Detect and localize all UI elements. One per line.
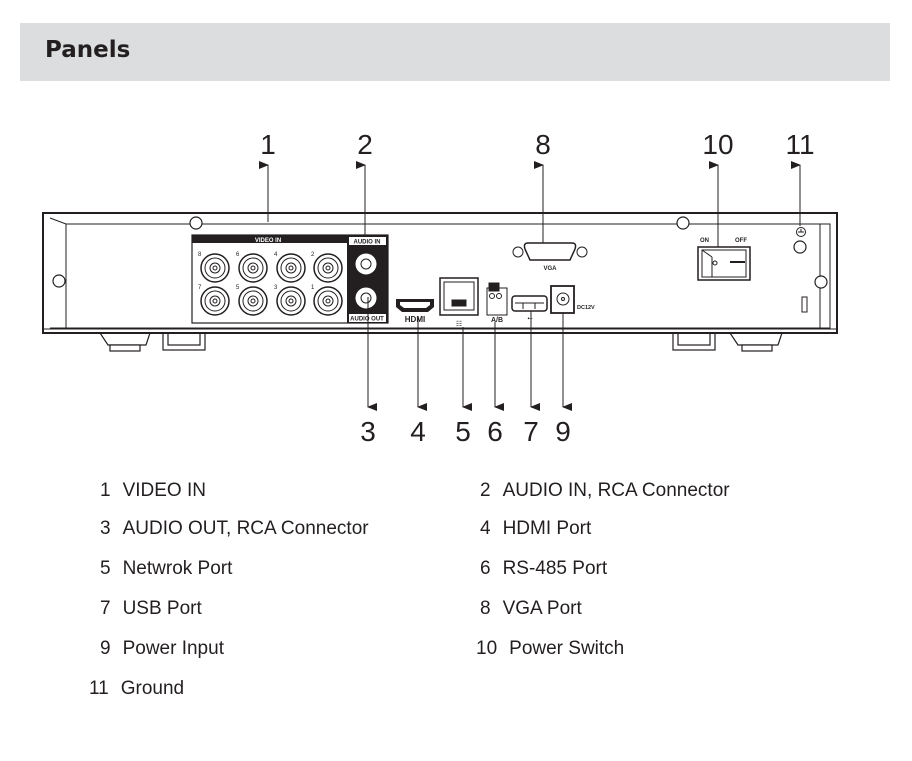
legend-label: AUDIO IN, RCA Connector [502,480,730,501]
video-in-panel: VIDEO IN AUDIO IN AUDIO OUT 8 6 4 2 7 5 3 1 [191,234,389,324]
legend-label: USB Port [122,598,202,619]
bnc-connector: 4 [274,252,306,283]
legend-label: Ground [120,678,185,699]
legend-number: 6 [480,558,491,579]
rs485-label: A/B [491,317,503,324]
audio-in-label: AUDIO IN [354,240,381,246]
dc-label: DC12V [577,305,595,311]
section-header: Panels [20,23,890,81]
usb-port-icon: ⭠ [511,295,548,322]
legend-number: 9 [100,638,111,659]
legend-label: RS-485 Port [502,558,608,579]
power-input-icon: DC12V [550,285,595,314]
callout-number: 2 [357,129,373,160]
bnc-connector: 3 [274,285,306,316]
legend-number: 8 [480,598,491,619]
legend-item: 5 Netwrok Port [100,558,232,580]
bnc-channel-number: 7 [198,285,202,291]
callout-number: 6 [487,416,503,447]
legend-number: 5 [100,558,111,579]
callout-number: 8 [535,129,551,160]
callout-number: 11 [785,129,814,160]
hdmi-port-icon: HDMI [396,299,434,324]
vga-label: VGA [543,266,557,272]
ground-icon [796,227,808,313]
bnc-connector: 8 [198,252,230,283]
legend-number: 11 [89,678,109,699]
legend-number: 10 [476,638,498,659]
legend-number: 2 [480,480,491,501]
legend-item: 11 Ground [89,678,184,700]
callout-number: 4 [410,416,426,447]
rca-connector-icons [354,252,378,310]
network-port-icon: ☷ [439,277,479,328]
bnc-connectors: 8 6 4 2 7 5 3 1 [198,252,343,316]
legend-item: 9 Power Input [100,638,224,660]
legend-item: 6 RS-485 Port [480,558,607,580]
bnc-channel-number: 1 [311,285,315,291]
bnc-channel-number: 2 [311,252,315,258]
legend-number: 7 [100,598,111,619]
legend-label: VIDEO IN [122,480,206,501]
video-in-label: VIDEO IN [255,238,281,244]
legend-item: 8 VGA Port [480,598,582,620]
legend-item: 1 VIDEO IN [100,480,206,502]
bnc-channel-number: 3 [274,285,278,291]
legend-label: HDMI Port [502,518,592,539]
section-title: Panels [45,37,131,63]
bnc-channel-number: 8 [198,252,202,258]
bnc-connector: 6 [236,252,268,283]
bnc-channel-number: 4 [274,252,278,258]
bnc-connector: 1 [311,285,343,316]
callout-number: 5 [455,416,471,447]
legend-number: 4 [480,518,491,539]
legend-item: 2 AUDIO IN, RCA Connector [480,480,730,502]
callout-number: 9 [555,416,571,447]
callout-number: 1 [260,129,276,160]
legend-label: AUDIO OUT, RCA Connector [122,518,369,539]
bnc-connector: 2 [311,252,343,283]
bnc-channel-number: 5 [236,285,240,291]
svg-text:⭠: ⭠ [527,315,533,322]
hdmi-label: HDMI [405,315,425,324]
bnc-channel-number: 6 [236,252,240,258]
power-switch-icon: ON OFF [697,238,751,281]
legend-number: 1 [100,480,111,501]
svg-text:☷: ☷ [456,321,462,328]
legend-item: 7 USB Port [100,598,202,620]
legend-item: 10 Power Switch [476,638,624,660]
device-feet [98,332,783,352]
legend-label: Netwrok Port [122,558,233,579]
legend-number: 3 [100,518,111,539]
legend-label: Power Switch [509,638,625,659]
bnc-connector: 5 [236,285,268,316]
off-label: OFF [735,238,747,244]
callout-number: 3 [360,416,376,447]
callout-number: 7 [523,416,539,447]
callout-number: 10 [702,129,733,160]
on-label: ON [700,238,709,244]
legend-item: 3 AUDIO OUT, RCA Connector [100,518,369,540]
legend-label: Power Input [122,638,224,659]
rs485-port-icon: A/B [486,282,508,324]
vga-port-icon: VGA [512,242,588,272]
audio-out-label: AUDIO OUT [350,317,384,323]
bnc-connector: 7 [198,285,230,316]
legend-label: VGA Port [502,598,582,619]
legend-item: 4 HDMI Port [480,518,591,540]
